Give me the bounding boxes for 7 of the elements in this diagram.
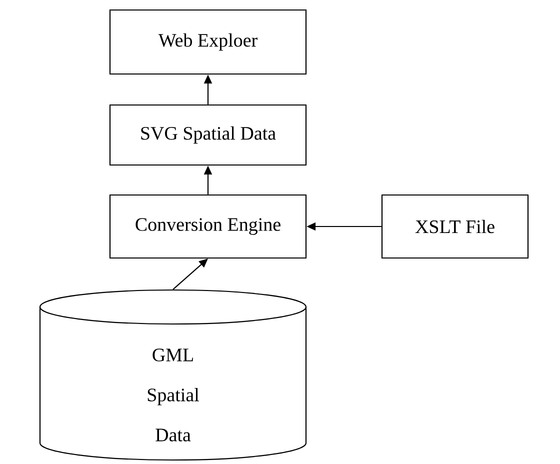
process-box: Web Exploer (109, 9, 307, 75)
process-box: XSLT File (381, 194, 529, 259)
process-box: Conversion Engine (109, 194, 307, 259)
arrow (172, 258, 208, 290)
database-cylinder: GML Spatial Data (39, 289, 307, 461)
process-box: SVG Spatial Data (109, 104, 307, 166)
node-label: GML Spatial Data (148, 348, 200, 442)
